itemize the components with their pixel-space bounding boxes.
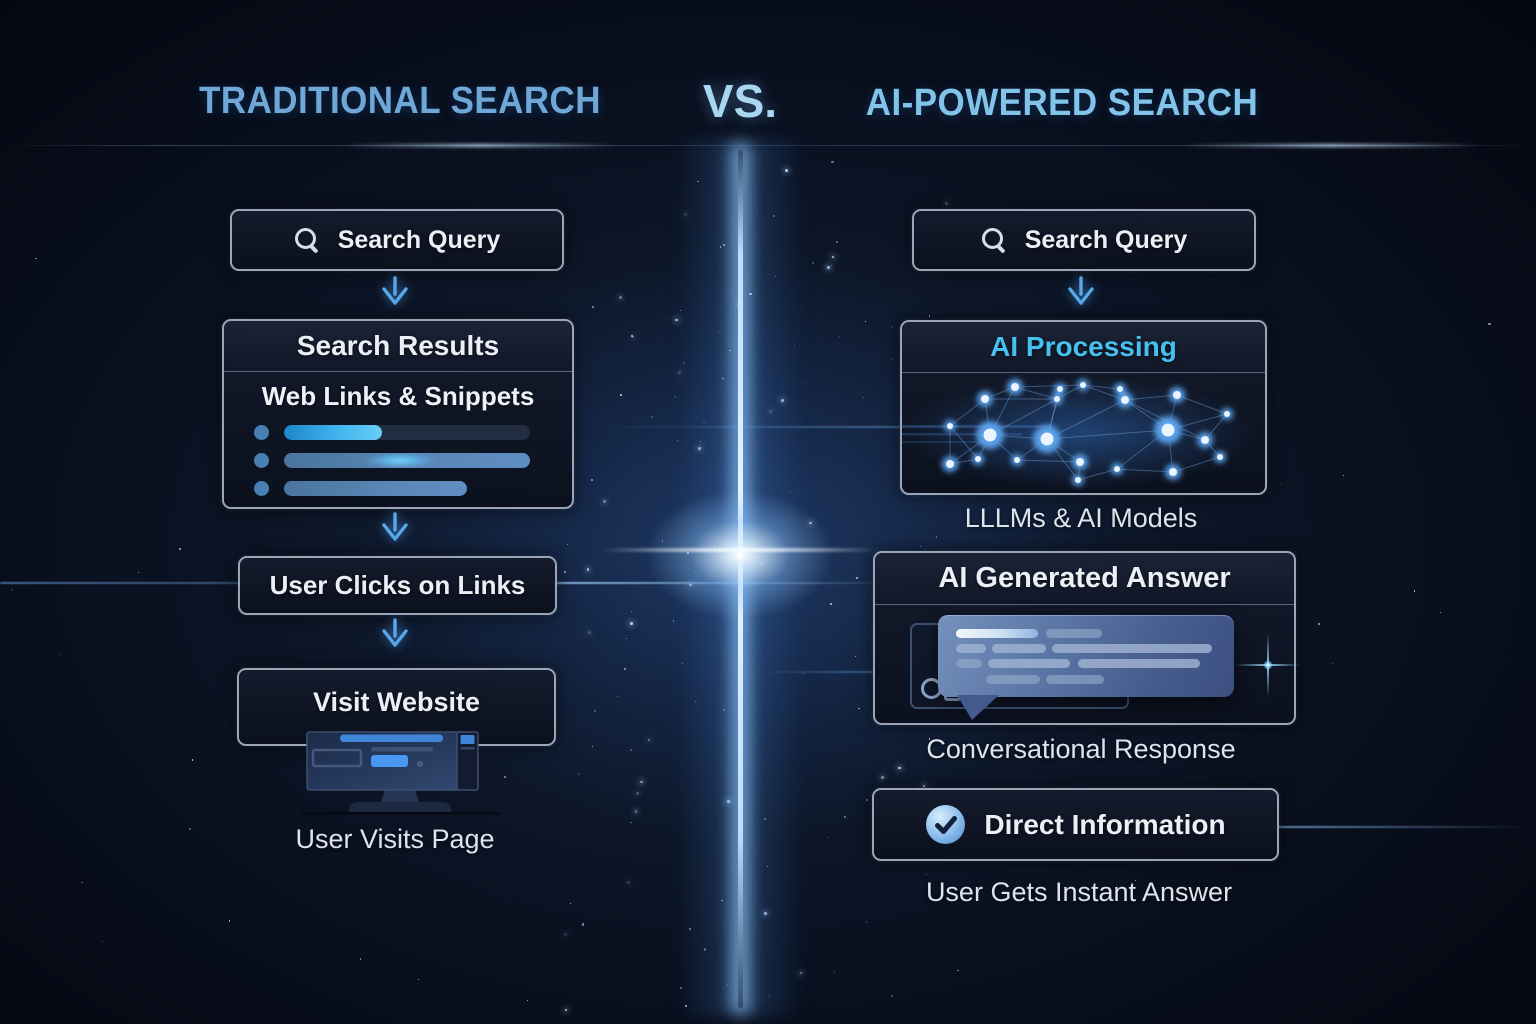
- ai-answer-header: AI Generated Answer: [875, 553, 1294, 605]
- vs-label: VS.: [702, 75, 778, 127]
- divider-glint-right: [1180, 144, 1480, 147]
- monitor-icon: [300, 725, 500, 825]
- arrow-down-icon: [1066, 276, 1096, 313]
- ai-processing-box: AI Processing: [900, 320, 1267, 495]
- arrow-down-icon: [380, 512, 410, 549]
- user-clicks-box: User Clicks on Links: [238, 556, 557, 615]
- header-divider: [0, 145, 1536, 146]
- ai-search-query-box: Search Query: [912, 209, 1256, 271]
- starburst-glow: [610, 465, 870, 645]
- ai-processing-title: AI Processing: [990, 331, 1177, 362]
- speech-bubble-tail: [957, 695, 999, 720]
- divider-glint-left: [340, 144, 620, 147]
- check-icon: [925, 804, 966, 845]
- speech-bubble: [938, 615, 1234, 697]
- visit-website-label: Visit Website: [312, 686, 481, 717]
- ai-generated-answer-box: AI Generated Answer: [873, 551, 1300, 725]
- flare-line-net: [596, 426, 908, 428]
- result-row: [254, 452, 572, 468]
- right-column-title: AI-POWERED SEARCH: [865, 82, 1259, 124]
- direct-information-box: Direct Information: [872, 788, 1279, 861]
- search-results-subtitle: Web Links & Snippets: [261, 381, 535, 411]
- bullet-icon: [254, 452, 269, 468]
- flare-line-right: [1272, 826, 1536, 828]
- search-results-box: Search Results Web Links & Snippets: [222, 319, 574, 509]
- starburst-flare: [600, 548, 880, 552]
- bullet-icon: [254, 480, 269, 496]
- search-icon: [981, 227, 1007, 253]
- result-row: [254, 424, 572, 440]
- user-visits-page-caption: User Visits Page: [295, 824, 495, 854]
- flare-line-answer: [756, 671, 876, 673]
- traditional-search-query-box: Search Query: [230, 209, 564, 271]
- result-bar: [284, 480, 467, 496]
- user-clicks-label: User Clicks on Links: [269, 570, 526, 600]
- llms-caption: LLLMs & AI Models: [964, 503, 1198, 533]
- search-query-label: Search Query: [337, 225, 501, 254]
- direct-information-label: Direct Information: [984, 808, 1226, 840]
- instant-answer-caption: User Gets Instant Answer: [925, 877, 1233, 907]
- search-results-title: Search Results: [296, 330, 500, 361]
- result-list: [224, 424, 572, 496]
- result-row: [254, 480, 572, 496]
- conversational-response-caption: Conversational Response: [926, 734, 1236, 764]
- search-icon: [294, 227, 320, 253]
- arrow-down-icon: [380, 276, 410, 313]
- ai-answer-title: AI Generated Answer: [938, 562, 1231, 594]
- ai-processing-header: AI Processing: [902, 322, 1265, 373]
- search-query-label: Search Query: [1024, 225, 1188, 254]
- result-bar: [284, 424, 530, 440]
- neural-network-icon: [902, 373, 1265, 495]
- search-results-header: Search Results: [224, 321, 572, 372]
- left-column-title: TRADITIONAL SEARCH: [199, 80, 601, 122]
- bullet-icon: [254, 424, 269, 440]
- arrow-down-icon: [380, 618, 410, 655]
- sparkle-icon: [1236, 633, 1300, 697]
- result-bar: [284, 452, 530, 468]
